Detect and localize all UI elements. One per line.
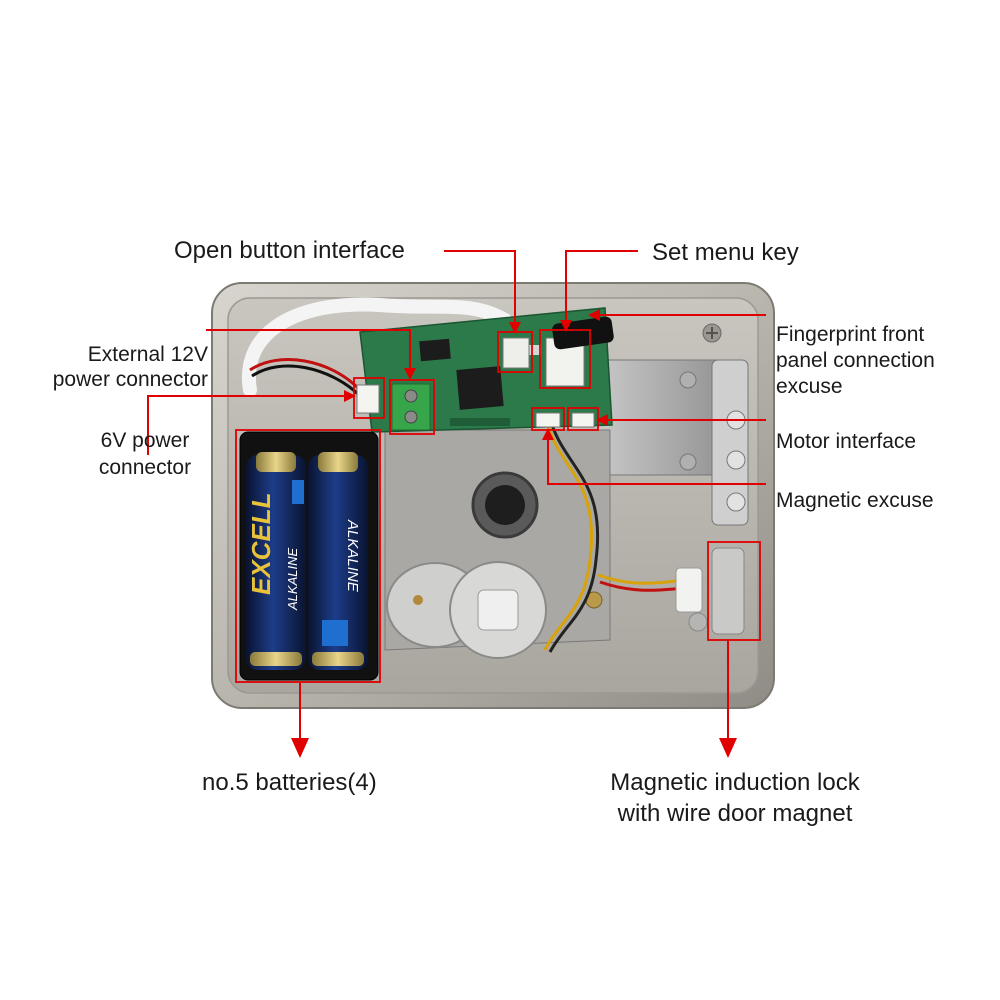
leader-set-menu — [565, 250, 638, 330]
label-set-menu: Set menu key — [652, 239, 799, 266]
label-open-button: Open button interface — [174, 237, 405, 264]
leader-magnetic — [547, 430, 766, 485]
leader-lines — [147, 250, 766, 745]
power-jack — [356, 384, 380, 414]
leader-ext-12v — [206, 329, 411, 378]
label-fingerprint-line3: excuse — [776, 375, 843, 398]
label-ext-12v-line1: External 12V — [87, 343, 208, 366]
magnetic-sensor — [675, 567, 703, 613]
label-fingerprint-line1: Fingerprint front — [776, 323, 925, 346]
label-6v-line2: connector — [98, 456, 192, 479]
callout-box-6v — [389, 379, 435, 435]
arrowhead-ext-12v — [404, 368, 416, 380]
label-batteries: no.5 batteries(4) — [202, 769, 377, 796]
label-motor: Motor interface — [776, 430, 917, 453]
label-induction-line2: with wire door magnet — [617, 800, 853, 827]
arrowhead-open-button — [509, 322, 521, 334]
arrowhead-induction — [719, 738, 737, 758]
pcb-chip — [456, 366, 504, 410]
latch-roller-2 — [726, 450, 746, 470]
arrowhead-batteries — [291, 738, 309, 758]
label-6v-line1: 6V power — [100, 429, 190, 452]
white-cable — [241, 297, 512, 397]
latch-roller-3 — [726, 492, 746, 512]
arrowhead-fingerprint — [588, 309, 600, 321]
magnetic-connector — [535, 412, 561, 428]
label-induction-line1: Magnetic induction lock — [610, 769, 860, 796]
leader-6v — [147, 395, 354, 455]
battery-2 — [308, 455, 368, 670]
arrowheads — [291, 309, 737, 758]
wire-red-black — [249, 358, 360, 390]
arrowhead-magnetic — [542, 428, 554, 440]
callout-box-ext-12v — [353, 377, 385, 419]
arrowhead-6v — [344, 390, 356, 402]
leader-open-button — [444, 250, 516, 332]
label-ext-12v-line2: power connector — [52, 368, 208, 391]
battery-1 — [246, 455, 306, 670]
label-fingerprint-line2: panel connection — [776, 349, 935, 372]
label-magnetic: Magnetic excuse — [776, 489, 934, 512]
callout-box-batteries — [235, 429, 381, 683]
motor-wires — [543, 424, 593, 651]
battery-type-text-1: ALKALINE — [285, 548, 300, 611]
battery-type-text-2: ALKALINE — [344, 519, 361, 593]
arrowhead-motor — [596, 414, 608, 426]
open-button-connector — [502, 337, 530, 369]
motor-connector — [571, 412, 595, 428]
arrowhead-set-menu — [560, 320, 572, 332]
callout-box-induction — [707, 541, 761, 641]
battery-brand-text: EXCELL — [246, 492, 276, 595]
